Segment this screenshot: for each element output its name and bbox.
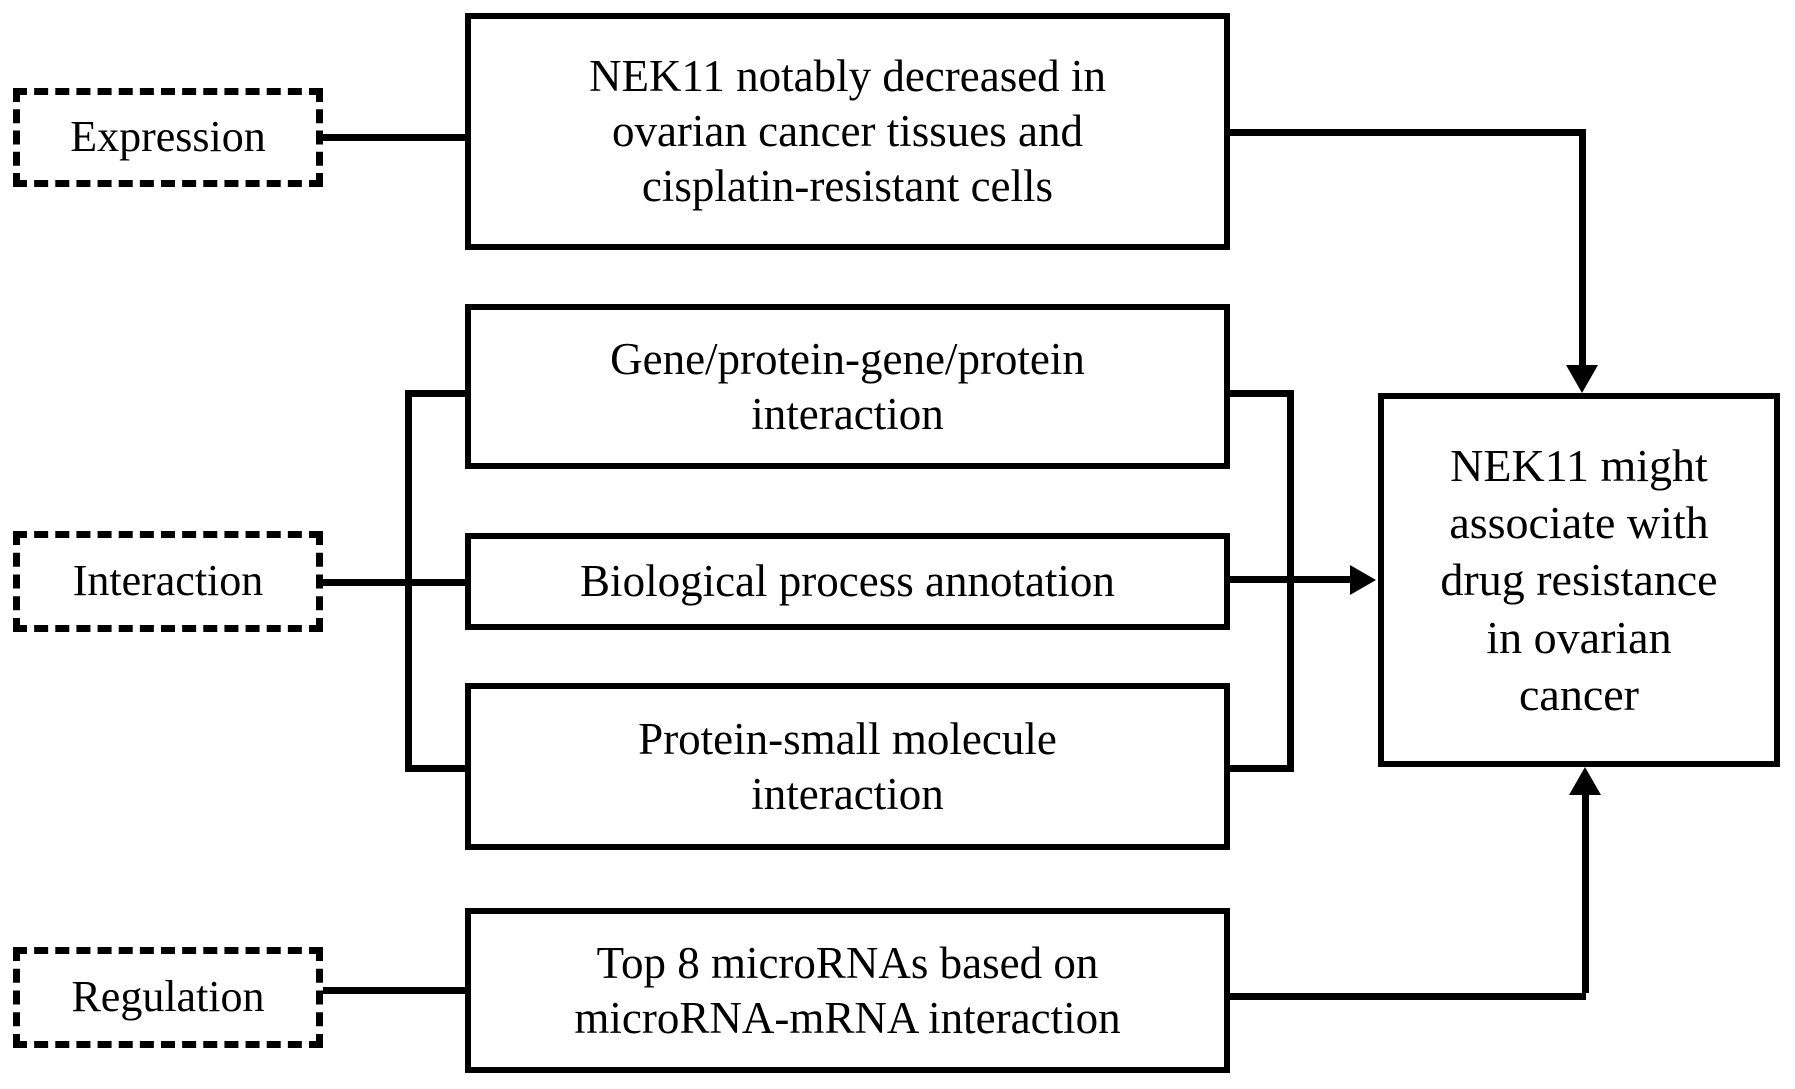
category-chip-interaction: Interaction <box>13 531 323 632</box>
category-label-interaction: Interaction <box>72 556 264 606</box>
connector-top-horizontal <box>1224 129 1586 136</box>
interaction-left-bracket-bottom-stub <box>405 765 473 772</box>
arrow-right-icon-to-conclusion <box>1350 565 1376 595</box>
connector-expression-to-box <box>323 134 468 141</box>
box-conclusion: NEK11 might associate with drug resistan… <box>1378 393 1780 767</box>
box-protein-small-molecule-interaction-text: Protein-small molecule interaction <box>638 713 1057 819</box>
box-biological-process-annotation-text: Biological process annotation <box>580 556 1115 607</box>
box-expression-finding-text: NEK11 notably decreased in ovarian cance… <box>589 51 1106 211</box>
connector-middle-horizontal <box>1224 576 1354 583</box>
connector-bottom-horizontal <box>1224 993 1586 1000</box>
connector-regulation-to-box <box>323 987 468 994</box>
box-gene-protein-interaction: Gene/protein-gene/protein interaction <box>465 304 1230 469</box>
category-chip-expression: Expression <box>13 88 323 187</box>
interaction-left-bracket-top-stub <box>405 390 473 397</box>
box-protein-small-molecule-interaction: Protein-small molecule interaction <box>465 683 1230 850</box>
connector-bottom-vertical <box>1582 795 1589 993</box>
interaction-right-bracket-bottom-stub <box>1224 765 1294 772</box>
box-gene-protein-interaction-text: Gene/protein-gene/protein interaction <box>610 333 1085 439</box>
interaction-left-bracket-spine <box>405 390 412 772</box>
category-label-expression: Expression <box>70 112 266 162</box>
arrow-down-icon-to-conclusion <box>1566 365 1598 393</box>
arrow-up-icon-to-conclusion <box>1569 767 1601 795</box>
box-biological-process-annotation: Biological process annotation <box>465 533 1230 630</box>
connector-top-vertical <box>1579 129 1586 369</box>
connector-interaction-to-bracket <box>323 579 471 586</box>
category-label-regulation: Regulation <box>71 972 265 1022</box>
interaction-right-bracket-top-stub <box>1224 390 1294 397</box>
box-microrna-regulation: Top 8 microRNAs based on microRNA-mRNA i… <box>465 908 1230 1073</box>
box-conclusion-text: NEK11 might associate with drug resistan… <box>1440 440 1718 720</box>
category-chip-regulation: Regulation <box>13 947 323 1048</box>
box-expression-finding: NEK11 notably decreased in ovarian cance… <box>465 13 1230 250</box>
box-microrna-regulation-text: Top 8 microRNAs based on microRNA-mRNA i… <box>574 937 1121 1043</box>
